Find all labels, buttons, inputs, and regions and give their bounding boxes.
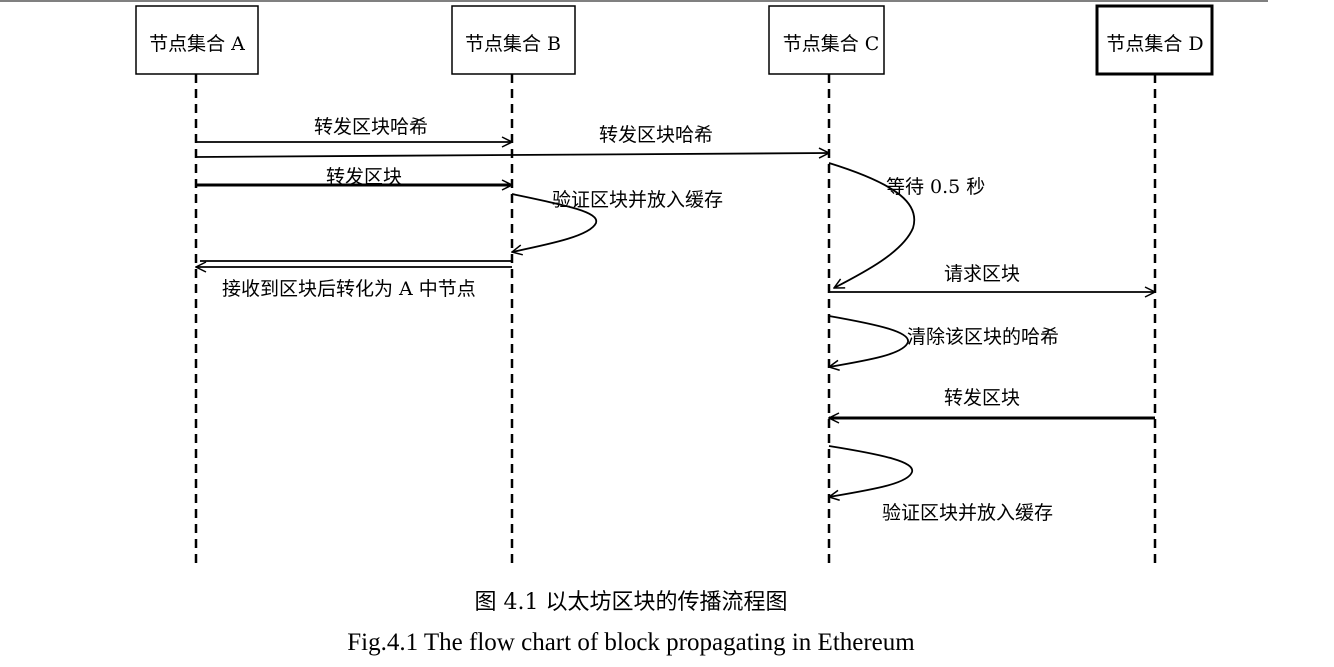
node-a-label: 节点集合 A xyxy=(149,33,245,55)
node-b-label: 节点集合 B xyxy=(465,33,561,55)
msg-c-to-d-request-label: 请求区块 xyxy=(944,263,1020,285)
node-d: 节点集合 D xyxy=(1095,4,1214,76)
node-b: 节点集合 B xyxy=(451,5,576,75)
msg-b-verify-label: 验证区块并放入缓存 xyxy=(552,189,723,211)
msg-a-to-c-hash-label: 转发区块哈希 xyxy=(599,124,713,146)
msg-c-verify-label: 验证区块并放入缓存 xyxy=(882,502,1053,524)
msg-d-to-c-block-label: 转发区块 xyxy=(944,387,1020,409)
node-c: 节点集合 C xyxy=(768,5,885,75)
caption-en: Fig.4.1 The flow chart of block propagat… xyxy=(347,629,915,656)
loop-b-verify xyxy=(512,193,598,252)
loop-c-clear xyxy=(829,315,909,367)
node-c-label: 节点集合 C xyxy=(783,33,880,55)
msg-b-to-a-label: 接收到区块后转化为 A 中节点 xyxy=(222,278,476,300)
loop-c-verify xyxy=(829,445,913,497)
node-a: 节点集合 A xyxy=(135,5,259,75)
node-d-label: 节点集合 D xyxy=(1106,33,1203,55)
msg-a-to-b-block-label: 转发区块 xyxy=(326,166,402,188)
msg-c-wait-label: 等待 0.5 秒 xyxy=(886,176,985,198)
msg-c-clear-label: 清除该区块的哈希 xyxy=(907,326,1059,348)
loop-c-wait xyxy=(828,162,916,289)
msg-a-to-b-hash-label: 转发区块哈希 xyxy=(314,116,428,138)
arrow-a-to-c-hash xyxy=(195,153,829,157)
caption-zh: 图 4.1 以太坊区块的传播流程图 xyxy=(475,590,788,615)
